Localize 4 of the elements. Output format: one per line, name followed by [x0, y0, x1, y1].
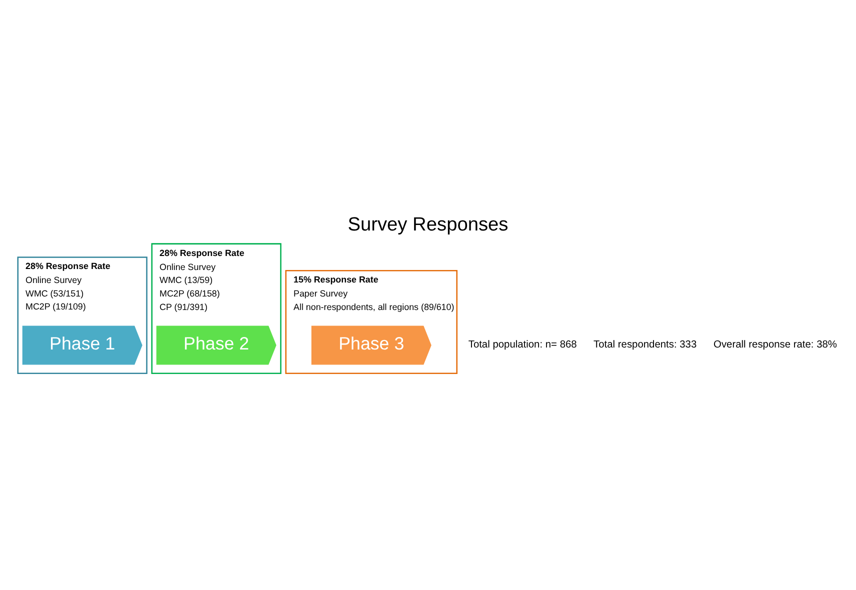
label: Total population: n= 868 [468, 339, 577, 350]
label: Overall response rate: 38% [714, 339, 837, 350]
label: Total respondents: 333 [594, 339, 697, 350]
diagram-title: Survey Responses [348, 214, 508, 235]
